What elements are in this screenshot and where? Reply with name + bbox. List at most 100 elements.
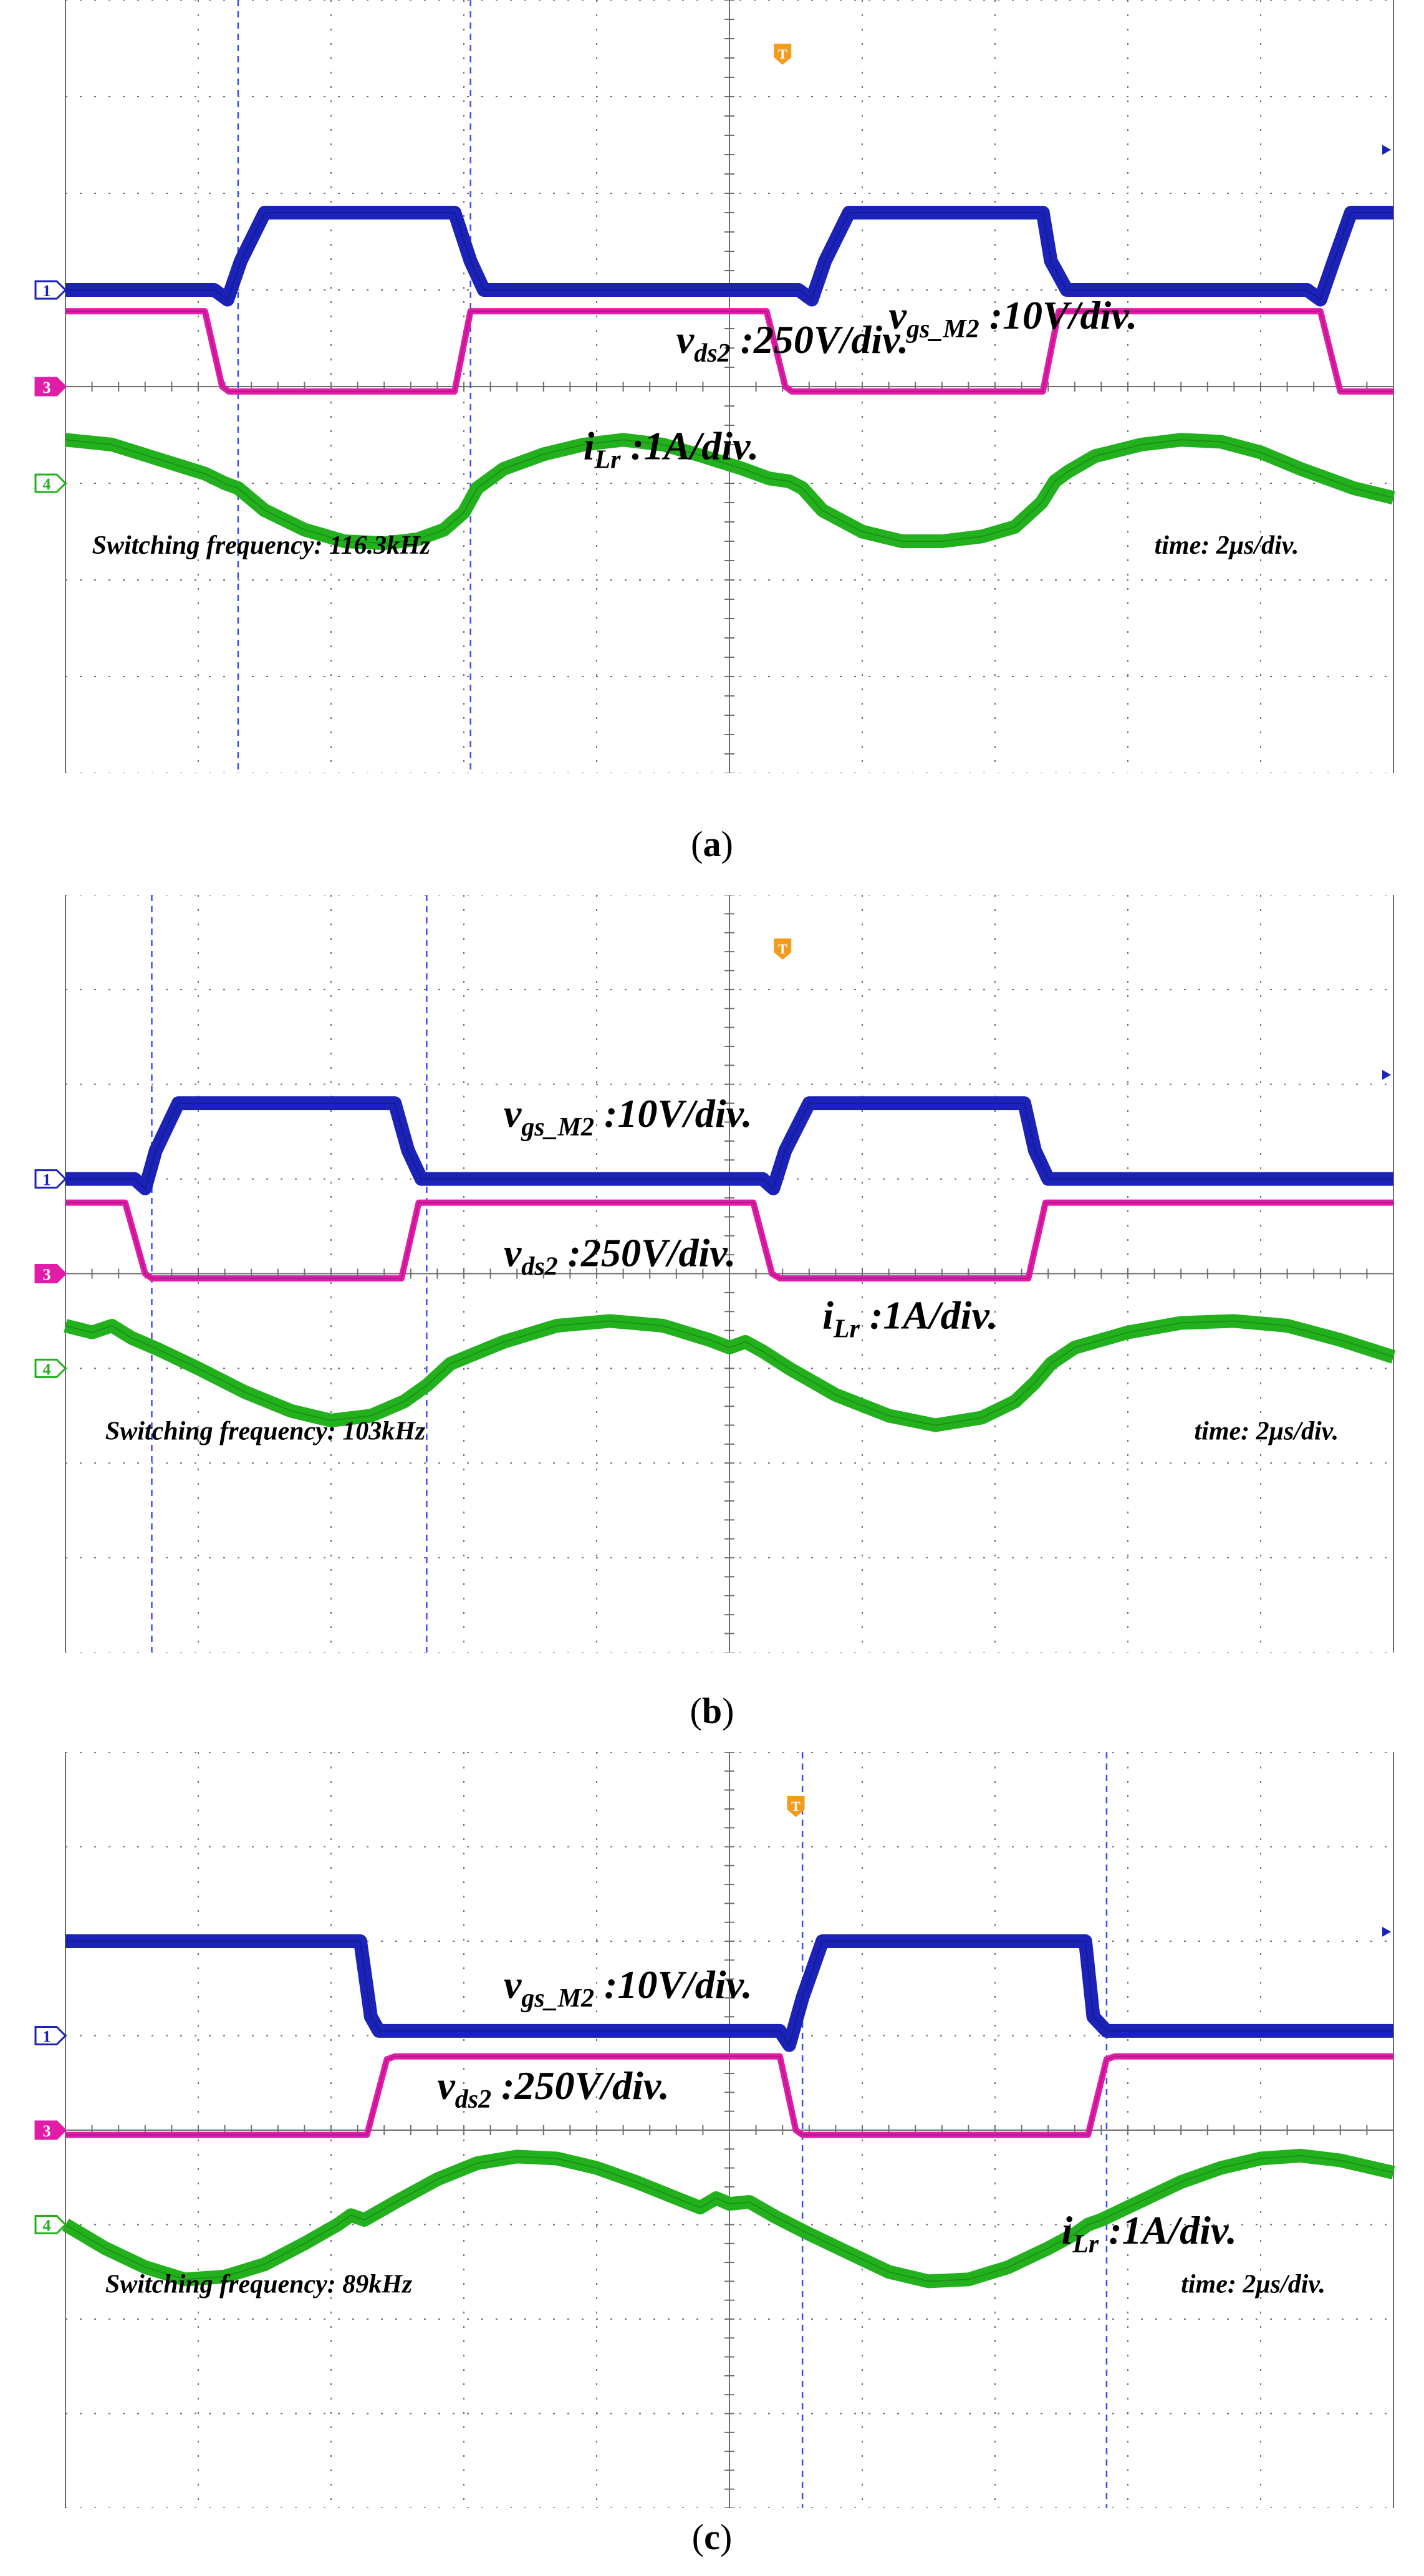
ch3-marker-shape xyxy=(34,377,67,397)
ch1-marker-label: 1 xyxy=(43,282,51,300)
label-ilr: iLr :1A/div. xyxy=(584,423,759,474)
caption-close: ) xyxy=(721,824,733,864)
ch4-marker-shape xyxy=(34,2215,67,2234)
ch1-offset-arrow xyxy=(1382,145,1391,155)
ch4-marker-shape xyxy=(34,1358,67,1378)
panel-caption-c: (c) xyxy=(0,2516,1424,2558)
trace-ch3 xyxy=(65,1199,1393,1282)
ch4-marker-shape xyxy=(34,473,67,493)
label-vds-sub: ds2 xyxy=(521,1252,557,1281)
grid-a xyxy=(65,0,1394,773)
ch3-marker-label: 3 xyxy=(43,379,51,397)
trigger-marker-label: T xyxy=(778,46,787,62)
trigger-marker: T xyxy=(787,1796,805,1817)
label-vds-value: :250V/div. xyxy=(731,317,909,362)
ch1-marker: 1 xyxy=(34,280,67,300)
ch4-marker: 4 xyxy=(34,473,67,493)
ch1-marker: 1 xyxy=(34,2026,67,2046)
label-vgs-main: v xyxy=(504,1962,522,2007)
trace-ch4-edge xyxy=(65,439,1394,544)
trigger-marker: T xyxy=(774,938,792,960)
label-vds: vds2 :250V/div. xyxy=(676,317,908,368)
grid-b xyxy=(65,895,1394,1652)
trace-ch3-edge xyxy=(65,2055,1393,2136)
time-scale-label: time: 2μs/div. xyxy=(1181,2270,1325,2299)
ch1-marker-shape xyxy=(34,2026,67,2045)
label-ilr-value: :1A/div. xyxy=(620,423,759,468)
trace-ch3-edge xyxy=(65,1202,1393,1280)
ch3-marker: 3 xyxy=(34,1264,67,1284)
label-ilr-sub: Lr xyxy=(1072,2230,1099,2259)
ch1-marker-label: 1 xyxy=(43,1171,51,1189)
trace-ch3 xyxy=(65,2053,1393,2138)
trace-ch4-edge xyxy=(65,1320,1394,1426)
caption-close: ) xyxy=(722,1691,734,1731)
ch3-marker-shape xyxy=(34,1264,67,1283)
ch1-marker: 1 xyxy=(34,1169,67,1189)
ch3-marker: 3 xyxy=(34,377,67,397)
label-ilr-main: i xyxy=(1062,2208,1073,2252)
label-ilr-value: :1A/div. xyxy=(860,1293,998,1338)
switching-frequency-label: Switching frequency: 116.3kHz xyxy=(92,531,431,560)
label-vds-value: :250V/div. xyxy=(558,1230,736,1275)
time-scale-label: time: 2μs/div. xyxy=(1195,1417,1339,1445)
trigger-marker-label: T xyxy=(778,941,787,957)
caption-open: ( xyxy=(690,1691,702,1731)
trace-ch4 xyxy=(62,2148,1395,2289)
label-vgs: vgs_M2 :10V/div. xyxy=(889,293,1138,344)
trace-ch4-edge xyxy=(65,2154,1394,2282)
caption-open: ( xyxy=(691,824,703,864)
label-ilr-main: i xyxy=(822,1293,834,1338)
label-ilr-main: i xyxy=(584,423,595,468)
label-vgs-sub: gs_M2 xyxy=(906,315,979,344)
ch4-marker-label: 4 xyxy=(43,1360,51,1378)
label-vgs-main: v xyxy=(889,293,907,337)
trigger-marker-label: T xyxy=(791,1798,801,1814)
caption-letter: c xyxy=(704,2517,720,2557)
caption-close: ) xyxy=(719,2517,733,2557)
ch1-marker-shape xyxy=(34,1169,67,1189)
caption-letter: a xyxy=(703,824,721,864)
label-vgs-sub: gs_M2 xyxy=(521,1113,594,1142)
label-ilr: iLr :1A/div. xyxy=(1062,2208,1237,2259)
label-vgs-sub: gs_M2 xyxy=(521,1984,594,2013)
ch4-marker: 4 xyxy=(34,1358,67,1378)
label-vgs-value: :10V/div. xyxy=(594,1962,753,2007)
label-vds: vds2 :250V/div. xyxy=(504,1230,736,1281)
label-ilr: iLr :1A/div. xyxy=(822,1293,998,1344)
trigger-marker-shape xyxy=(774,44,792,65)
label-vds-sub: ds2 xyxy=(455,2085,491,2114)
ch3-marker-label: 3 xyxy=(43,1266,51,1284)
switching-frequency-label: Switching frequency: 103kHz xyxy=(105,1417,426,1445)
time-scale-label: time: 2μs/div. xyxy=(1155,531,1299,560)
ch4-marker: 4 xyxy=(34,2215,67,2235)
ch3-marker-shape xyxy=(34,2120,67,2140)
trace-ch1 xyxy=(65,1934,1393,2052)
label-vgs: vgs_M2 :10V/div. xyxy=(504,1091,753,1142)
trace-ch3-edge xyxy=(65,311,1393,392)
label-ilr-sub: Lr xyxy=(594,445,621,474)
trace-ch1 xyxy=(65,206,1393,307)
trigger-marker: T xyxy=(774,44,792,65)
trace-ch1-edge xyxy=(65,1941,1393,2047)
ch3-marker: 3 xyxy=(34,2120,67,2140)
caption-open: ( xyxy=(691,2517,705,2557)
label-vds-main: v xyxy=(437,2063,455,2108)
trace-ch4 xyxy=(64,1314,1396,1432)
label-ilr-value: :1A/div. xyxy=(1099,2208,1237,2252)
ch1-offset-arrow xyxy=(1382,1069,1391,1080)
ch1-offset-arrow xyxy=(1382,1926,1391,1937)
label-vgs-main: v xyxy=(504,1091,522,1136)
trigger-marker-shape xyxy=(774,938,792,960)
trigger-marker-shape xyxy=(787,1796,805,1817)
ch3-marker-label: 3 xyxy=(43,2122,51,2140)
label-vds-sub: ds2 xyxy=(694,339,730,368)
label-vgs-value: :10V/div. xyxy=(979,293,1138,337)
label-ilr-sub: Lr xyxy=(833,1315,860,1344)
label-vds-main: v xyxy=(504,1230,522,1275)
ch1-marker-label: 1 xyxy=(43,2028,51,2046)
